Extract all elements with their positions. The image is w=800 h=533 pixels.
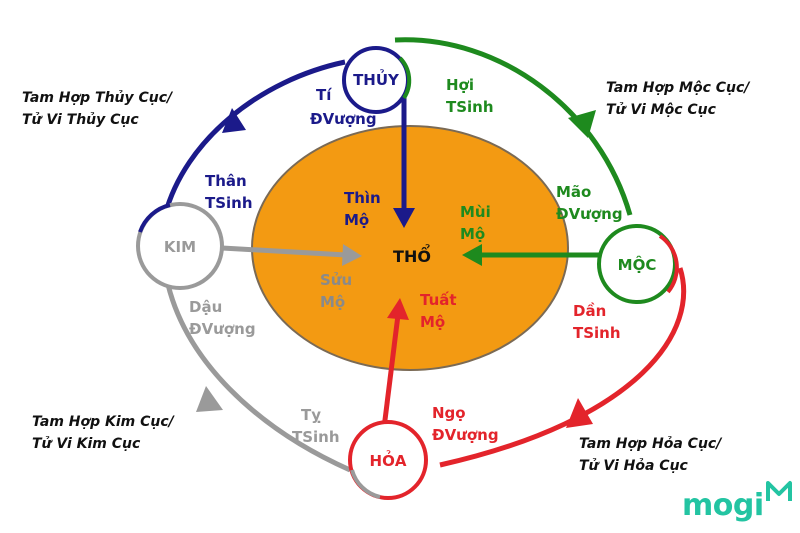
corner-text-top-left: Tam Hợp Thủy Cục/ Tử Vi Thủy Cục bbox=[22, 90, 177, 128]
arrow-head-kim-thuy bbox=[222, 108, 246, 133]
near-label-thuy: Tí ĐVượng bbox=[310, 86, 377, 128]
node-thuy: THỦY bbox=[342, 46, 412, 114]
center-label: THỔ bbox=[393, 244, 431, 266]
near-label-kim: Dậu ĐVượng bbox=[189, 298, 256, 338]
inner-label-kim: Sửu Mộ bbox=[320, 271, 357, 311]
node-hoa: HỎA bbox=[348, 420, 428, 500]
corner-text-bottom-left: Tam Hợp Kim Cục/ Tử Vi Kim Cục bbox=[32, 414, 179, 452]
near-label-moc: Mão ĐVượng bbox=[556, 183, 623, 223]
arc-hoa-to-kim bbox=[162, 269, 352, 473]
node-moc-label: MỘC bbox=[618, 254, 657, 274]
node-kim: KIM bbox=[136, 202, 224, 290]
node-thuy-label: THỦY bbox=[353, 68, 400, 89]
inner-label-thuy: Thìn Mộ bbox=[344, 189, 386, 229]
arc-label-thuy-moc: Hợi TSinh bbox=[446, 76, 494, 116]
node-moc: MỘC bbox=[597, 224, 679, 304]
arc-label-moc-hoa: Dần TSinh bbox=[573, 302, 621, 342]
arrow-head-thuy-center bbox=[393, 208, 415, 228]
node-hoa-label: HỎA bbox=[370, 449, 407, 470]
arc-moc-to-hoa bbox=[439, 267, 687, 468]
arc-thuy-to-moc bbox=[394, 37, 633, 216]
logo-text: mogi bbox=[682, 488, 764, 523]
arrow-head-hoa-kim bbox=[196, 386, 223, 412]
arrow-head-moc-hoa bbox=[566, 398, 593, 428]
arrow-kim-center bbox=[221, 245, 347, 258]
arrow-hoa-center bbox=[381, 314, 401, 429]
inner-label-hoa: Tuất Mộ bbox=[420, 291, 462, 331]
arrow-head-thuy-moc bbox=[568, 110, 596, 138]
arc-label-hoa-kim: Tỵ TSinh bbox=[292, 406, 340, 446]
corner-text-bottom-right: Tam Hợp Hỏa Cục/ Tử Vi Hỏa Cục bbox=[579, 436, 726, 474]
arrow-head-hoa-center bbox=[387, 298, 409, 320]
mogi-logo: mogi bbox=[682, 481, 792, 523]
arrow-head-moc-center bbox=[462, 244, 482, 266]
arc-label-kim-thuy: Thân TSinh bbox=[205, 172, 253, 212]
corner-text-top-right: Tam Hợp Mộc Cục/ Tử Vi Mộc Cục bbox=[606, 80, 754, 118]
logo-mark-icon bbox=[765, 481, 792, 501]
near-label-hoa: Ngọ ĐVượng bbox=[432, 404, 499, 444]
inner-label-moc: Mùi Mộ bbox=[460, 203, 496, 243]
node-kim-label: KIM bbox=[164, 238, 196, 256]
arrow-head-kim-center bbox=[342, 244, 362, 266]
